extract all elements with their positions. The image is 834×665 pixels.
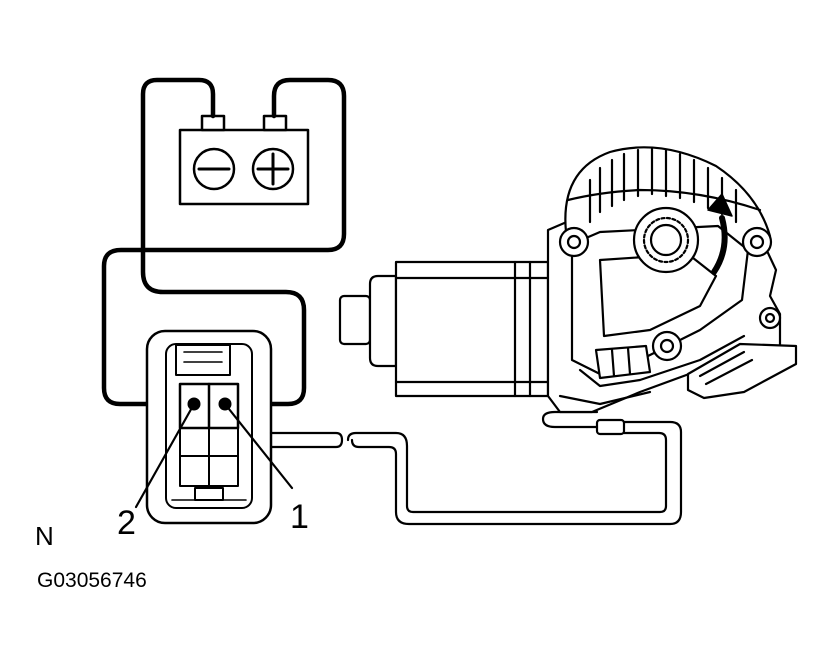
motor-end-cap: [338, 274, 398, 368]
wire-harness: [269, 410, 683, 526]
leader-line-2: [134, 402, 196, 509]
plus-icon: [251, 147, 295, 191]
motor-connector: [134, 329, 294, 525]
motor-can: [394, 260, 550, 398]
rotation-arrow-icon: [707, 193, 733, 275]
terminal-2-label: 2: [117, 504, 136, 542]
positive-lead: [101, 77, 347, 407]
mounting-bosses: [558, 226, 782, 362]
leader-line-1: [223, 402, 294, 490]
negative-lead: [140, 77, 307, 407]
figure-code: G03056746: [37, 569, 147, 592]
terminal-1-label: 1: [290, 498, 309, 536]
corner-letter: N: [35, 521, 54, 551]
positive-post: [262, 114, 288, 132]
motor-side-connector: [594, 342, 798, 400]
minus-icon: [192, 147, 236, 191]
battery: [178, 114, 310, 206]
wiper-motor: [338, 146, 798, 414]
test-leads: [101, 77, 347, 407]
output-shaft: [632, 206, 700, 274]
